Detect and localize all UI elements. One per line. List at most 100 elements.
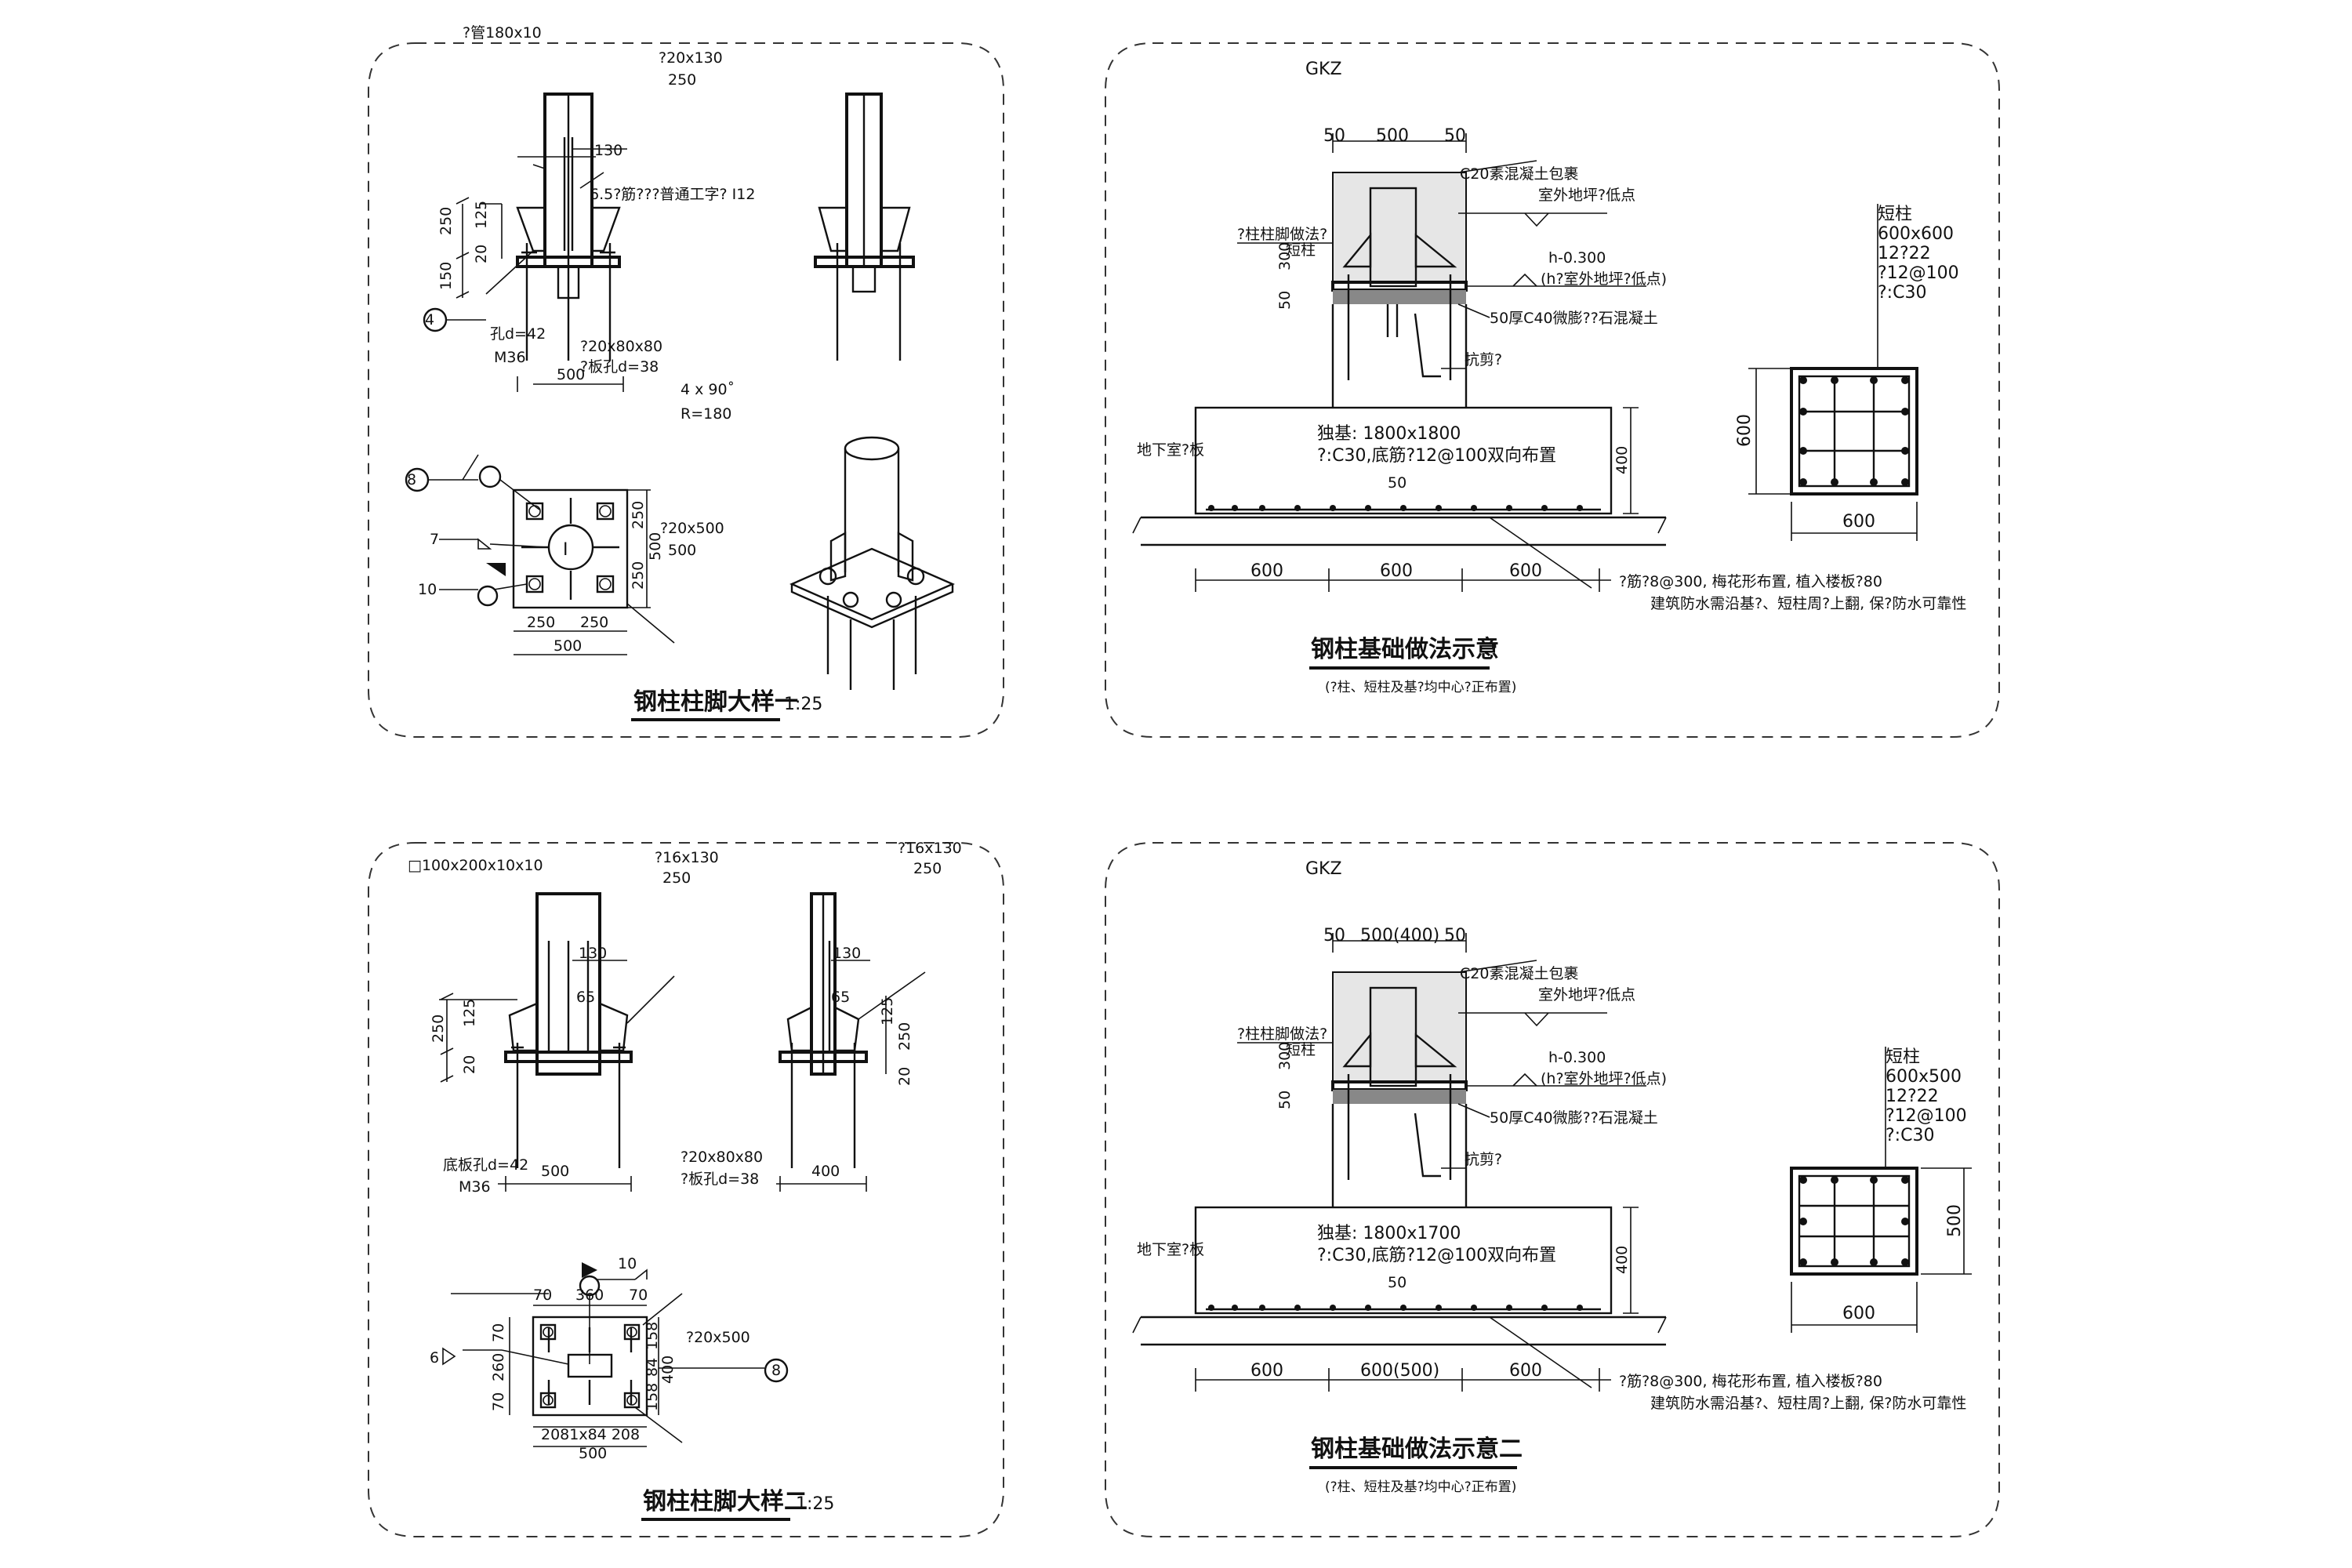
foot-plate-note: ?柱柱脚做法? xyxy=(1237,1025,1327,1043)
callout-10: 10 xyxy=(418,581,437,598)
callout-10: 10 xyxy=(618,1255,637,1272)
plan-plate-label: ?20x500 xyxy=(686,1329,750,1346)
shear-key-note: 抗剪? xyxy=(1465,1151,1502,1168)
footing xyxy=(1194,1206,1613,1315)
dim-20: 20 xyxy=(473,245,490,263)
plan-dim-360: 360 xyxy=(575,1287,604,1304)
plan-dim-500: 500 xyxy=(579,1445,607,1462)
dim-500: 500 xyxy=(541,1163,569,1180)
plate-hole-label: ?板孔d=38 xyxy=(681,1171,759,1188)
short-column-section: 短柱 600x500 12?22 ?12@100 ?:C30 500 600 xyxy=(1790,1047,1972,1333)
plan-dim-260: 260 xyxy=(490,1353,507,1381)
dim-50b: 50 xyxy=(1444,126,1466,146)
dim-65-right: 65 xyxy=(831,989,850,1006)
radius-label: R=180 xyxy=(681,405,731,423)
dim-300: 300 xyxy=(1276,242,1294,270)
section-title: 短柱 xyxy=(1878,205,1912,224)
section-dim-vertical: 500 xyxy=(1945,1204,1965,1237)
footing xyxy=(1194,406,1613,515)
dim-300: 300 xyxy=(1276,1042,1294,1070)
section-size: 600x500 xyxy=(1886,1067,1962,1087)
base-dim-600a: 600 xyxy=(1250,561,1283,581)
footing-spec: ?:C30,底筋?12@100双向布置 xyxy=(1317,446,1556,466)
grout-note: 50厚C40微膨??石混凝土 xyxy=(1490,310,1658,327)
callout-8: 8 xyxy=(407,471,416,488)
plan-dim-250b: 250 xyxy=(580,614,608,631)
base-dim-600b: 600(500) xyxy=(1360,1361,1439,1381)
elevation-note: (h?室外地坪?低点) xyxy=(1541,1070,1667,1087)
plan-view-1: I 8 7 xyxy=(405,454,724,655)
base-dim-600c: 600 xyxy=(1509,1361,1542,1381)
dim-50c: 50 xyxy=(1276,1091,1294,1109)
grout-layer xyxy=(1333,1090,1466,1104)
basement-slab-note: 地下室?板 xyxy=(1137,441,1204,459)
dim-250: 250 xyxy=(437,207,455,235)
plan-dim-250-v2: 250 xyxy=(630,561,647,590)
plate-hole-label: ?板孔d=38 xyxy=(580,358,659,376)
panel-foundation-detail-2: GKZ 50 500(400) 50 短柱 ?柱柱脚做法? 300 50 C20… xyxy=(1105,842,2000,1537)
callout-4: 4 xyxy=(425,311,434,328)
outdoor-level-note: 室外地坪?低点 xyxy=(1538,187,1635,204)
dim-50d: 50 xyxy=(1388,474,1406,492)
base-plate-label: ?20x80x80 xyxy=(580,338,662,355)
hole-label: 孔d=42 xyxy=(490,325,546,343)
shear-key-note: 抗剪? xyxy=(1465,351,1502,368)
waterproof-note: 建筑防水需沿基?、短柱周?上翻, 保?防水可靠性 xyxy=(1650,1395,1966,1412)
section-dim-horizontal: 600 xyxy=(1842,1304,1875,1323)
panel2-title-suffix: · xyxy=(1490,633,1498,660)
callout-8: 8 xyxy=(771,1362,781,1379)
column-tag: GKZ xyxy=(1305,60,1342,79)
pipe-label: ?管180x10 xyxy=(463,24,542,42)
weld-flag-icon xyxy=(486,563,506,576)
isometric-view xyxy=(789,436,955,690)
weld-note: 6.5?筋???普通工字? I12 xyxy=(590,186,755,203)
plan-plate-length: 500 xyxy=(668,542,696,559)
panel4-subtitle: (?柱、短柱及基?均中心?正布置) xyxy=(1325,1479,1516,1495)
dim-130: 130 xyxy=(579,945,607,962)
dim-125: 125 xyxy=(473,201,490,229)
panel-border xyxy=(1105,42,2000,738)
elevation-label: h-0.300 xyxy=(1548,249,1606,267)
elevation-view-right xyxy=(814,93,915,361)
plan-dim-70b: 70 xyxy=(629,1287,648,1304)
plan-dim-400: 400 xyxy=(659,1356,677,1384)
elevation-view-left: 130 65 250 125 20 底板孔d=42 M36 500 ?20x80… xyxy=(430,892,763,1196)
plan-dim-250a: 250 xyxy=(527,614,555,631)
panel-foundation-detail-1: GKZ 50 500 50 短柱 ?柱柱脚做法? 300 50 C20素混凝土包… xyxy=(1105,42,2000,738)
plan-dim-158b: 158 xyxy=(644,1383,661,1411)
dim-50b: 50 xyxy=(1444,926,1466,946)
grout-note: 50厚C40微膨??石混凝土 xyxy=(1490,1109,1658,1127)
plan-dim-70c: 70 xyxy=(490,1323,507,1342)
hook-label: 4 x 90˚ xyxy=(681,381,735,398)
plan-plate-label: ?20x500 xyxy=(660,520,724,537)
base-dim-600c: 600 xyxy=(1509,561,1542,581)
panel2-subtitle: (?柱、短柱及基?均中心?正布置) xyxy=(1325,680,1516,695)
foot-plate-note: ?柱柱脚做法? xyxy=(1237,226,1327,243)
top-plate-label-2: ?16x130 xyxy=(898,840,962,857)
top-plate-length: 250 xyxy=(662,869,691,887)
plan-dim-70a: 70 xyxy=(533,1287,552,1304)
section-stirrups: ?12@100 xyxy=(1878,263,1959,283)
plan-dim-158a: 158 xyxy=(644,1322,661,1350)
section-dim-vertical: 600 xyxy=(1735,414,1755,447)
dim-125: 125 xyxy=(461,999,478,1027)
panel1-title: 钢柱柱脚大样一 xyxy=(633,688,798,716)
plan-dim-500: 500 xyxy=(554,637,582,655)
dim-500: 500(400) xyxy=(1360,926,1439,946)
dim-130: 130 xyxy=(594,142,622,159)
dim-50d: 50 xyxy=(1388,1274,1406,1291)
dim-400: 400 xyxy=(1613,1246,1631,1274)
weld-flag-icon xyxy=(582,1262,597,1278)
short-column-section: 短柱 600x600 12?22 ?12@100 ?:C30 600 600 xyxy=(1735,204,1959,541)
callout-7: 7 xyxy=(430,531,439,548)
top-plate-label: ?20x130 xyxy=(659,49,723,67)
base-dim-600a: 600 xyxy=(1250,1361,1283,1381)
dim-20: 20 xyxy=(461,1055,478,1074)
footing-size: 独基: 1800x1800 xyxy=(1317,424,1461,444)
plan-dim-70d: 70 xyxy=(490,1392,507,1411)
hole-label: 底板孔d=42 xyxy=(443,1156,528,1174)
section-concrete: ?:C30 xyxy=(1878,283,1926,303)
wrap-note: C20素混凝土包裹 xyxy=(1460,165,1578,183)
footing-size: 独基: 1800x1700 xyxy=(1317,1224,1461,1243)
